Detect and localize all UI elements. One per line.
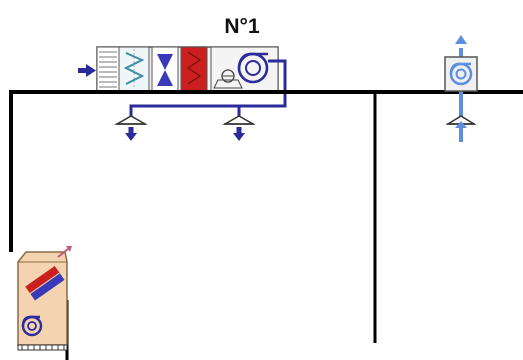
- filter-icon: [96, 46, 120, 92]
- cooling-coil-icon: [151, 46, 179, 92]
- ceiling-diffuser-icon: [114, 115, 148, 141]
- roof-extract-fan-icon: [444, 35, 478, 142]
- heating-coil-icon: [180, 46, 208, 92]
- outdoor-air-arrow-icon: [78, 64, 96, 77]
- ceiling-diffuser-icon: [222, 115, 256, 141]
- heat-recovery-icon: [118, 46, 150, 92]
- fan-icon: [210, 46, 279, 92]
- supply-duct: [129, 59, 287, 118]
- unit-label: N°1: [224, 15, 260, 38]
- building-walls: [9, 90, 523, 360]
- floor-standing-unit-icon: [17, 246, 72, 351]
